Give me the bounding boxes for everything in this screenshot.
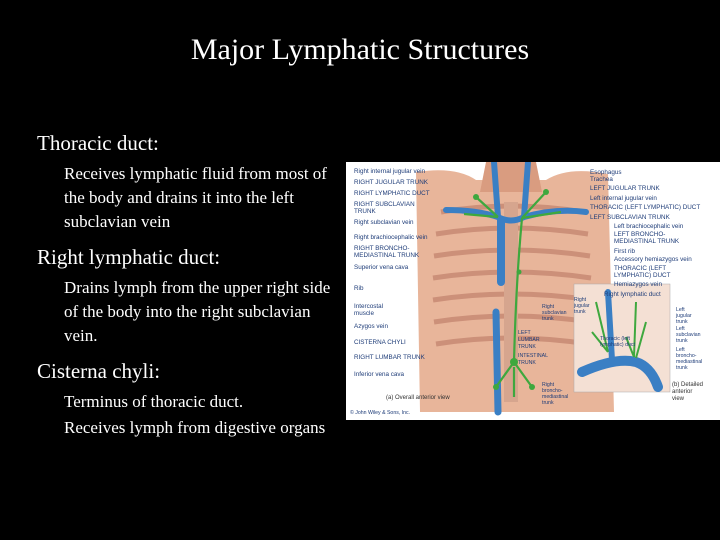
detail-lymph — [591, 301, 647, 359]
section-heading: Right lymphatic duct: — [37, 245, 221, 269]
section-heading: Cisterna chyli: — [37, 359, 161, 383]
figure-label: Left internal jugular vein — [590, 195, 657, 202]
figure-label: First rib — [614, 248, 635, 255]
figure-label: trunk — [574, 309, 586, 315]
section-thoracic-duct: Thoracic duct: Receives lymphatic fluid … — [37, 128, 347, 234]
figure-label: Esophagus — [590, 169, 622, 176]
figure-label: Trachea — [590, 176, 613, 183]
figure-label: lymphatic) duct — [600, 342, 635, 348]
figure-label: RIGHT LYMPHATIC DUCT — [354, 190, 430, 197]
figure-label: trunk — [542, 400, 554, 406]
section-body: Receives lymphatic fluid from most of th… — [64, 162, 347, 234]
figure-label: MEDIASTINAL TRUNK — [354, 252, 420, 259]
figure-label: Thoracic (left — [600, 336, 631, 342]
section-body: Terminus of thoracic duct. Receives lymp… — [64, 390, 347, 440]
figure-label: INTESTINAL — [518, 353, 548, 359]
figure-caption: (b) Detailed — [672, 382, 703, 388]
lymph-nodes — [473, 189, 549, 390]
section-text: Drains lymph from the upper right side o… — [64, 278, 331, 345]
figure-label: subclavian — [542, 310, 567, 316]
figure-caption: anterior — [672, 389, 692, 395]
section-body: Drains lymph from the upper right side o… — [64, 276, 347, 348]
figure-label: LEFT SUBCLAVIAN TRUNK — [590, 214, 671, 221]
figure-label: broncho- — [542, 388, 563, 394]
figure-label: TRUNK — [354, 208, 376, 215]
figure-label: Right subclavian vein — [354, 219, 414, 226]
figure-label: RIGHT LUMBAR TRUNK — [354, 354, 426, 361]
anatomy-illustration: Right internal jugular vein RIGHT JUGULA… — [350, 162, 703, 416]
section-text: Receives lymphatic fluid from most of th… — [64, 164, 327, 231]
figure-label: LEFT BRONCHO- — [614, 231, 665, 238]
figure-label: Azygos vein — [354, 323, 388, 330]
figure-label: LEFT JUGULAR TRUNK — [590, 185, 661, 192]
veins — [443, 162, 589, 416]
figure-label: Right lymphatic duct — [604, 291, 661, 298]
figure-label: LEFT — [518, 330, 532, 336]
figure-caption: (a) Overall anterior view — [386, 395, 450, 401]
figure-label: Right — [574, 297, 587, 303]
figure-label: trunk — [676, 338, 688, 344]
bullet-content: Thoracic duct: Receives lymphatic fluid … — [37, 128, 347, 448]
figure-label: Superior vena cava — [354, 264, 409, 271]
figure-label: mediastinal — [542, 394, 568, 400]
copyright-text: © John Wiley & Sons, Inc. — [350, 409, 410, 416]
detail-veins — [577, 289, 663, 392]
figure-label: Intercostal — [354, 303, 383, 310]
figure-label: subclavian — [676, 332, 701, 338]
figure-label: Left — [676, 307, 685, 313]
figure-label: MEDIASTINAL TRUNK — [614, 238, 680, 245]
figure-label: Inferior vena cava — [354, 371, 405, 378]
figure-label: trunk — [676, 319, 688, 325]
figure-label: Right — [542, 304, 555, 310]
section-heading: Thoracic duct: — [37, 131, 159, 155]
section-right-lymphatic-duct: Right lymphatic duct: Drains lymph from … — [37, 242, 347, 348]
figure-label: Rib — [354, 285, 364, 292]
section-cisterna-chyli: Cisterna chyli: Terminus of thoracic duc… — [37, 356, 347, 440]
figure-label: LUMBAR — [518, 337, 540, 343]
figure-label: RIGHT JUGULAR TRUNK — [354, 179, 429, 186]
figure-label: Left — [676, 347, 685, 353]
neck-shape — [480, 162, 542, 192]
figure-label: CISTERNA CHYLI — [354, 339, 406, 346]
slide-title: Major Lymphatic Structures — [190, 33, 530, 66]
figure-label: Hemiazygos vein — [614, 281, 662, 288]
figure-label: broncho- — [676, 353, 697, 359]
figure-label: Right internal jugular vein — [354, 168, 426, 175]
figure-label: jugular — [573, 303, 590, 309]
figure-label: THORACIC (LEFT — [614, 265, 666, 272]
figure-label: LYMPHATIC) DUCT — [614, 272, 671, 279]
figure-caption: view — [672, 396, 685, 402]
figure-label: RIGHT SUBCLAVIAN — [354, 201, 415, 208]
figure-label: Right — [542, 382, 555, 388]
figure-label: Left — [676, 326, 685, 332]
figure-label: mediastinal — [676, 359, 702, 365]
section-text: Terminus of thoracic duct. — [64, 392, 244, 411]
figure-label: TRUNK — [518, 344, 536, 350]
figure-label: Accessory hemiazygos vein — [614, 256, 692, 263]
figure-label: trunk — [676, 365, 688, 371]
section-text: Receives lymph from digestive organs — [64, 418, 326, 437]
figure-label: THORACIC (LEFT LYMPHATIC) DUCT — [590, 204, 700, 211]
figure-label: Left brachiocephalic vein — [614, 223, 684, 230]
lymphatic-anatomy-figure: Right internal jugular vein RIGHT JUGULA… — [346, 162, 720, 420]
figure-label: trunk — [542, 316, 554, 322]
figure-label: jugular — [675, 313, 692, 319]
lymphatic-vessels — [463, 191, 562, 397]
figure-label: muscle — [354, 310, 374, 317]
figure-label: Right brachiocephalic vein — [354, 234, 428, 241]
figure-label: TRUNK — [518, 360, 536, 366]
figure-label: RIGHT BRONCHO- — [354, 245, 410, 252]
